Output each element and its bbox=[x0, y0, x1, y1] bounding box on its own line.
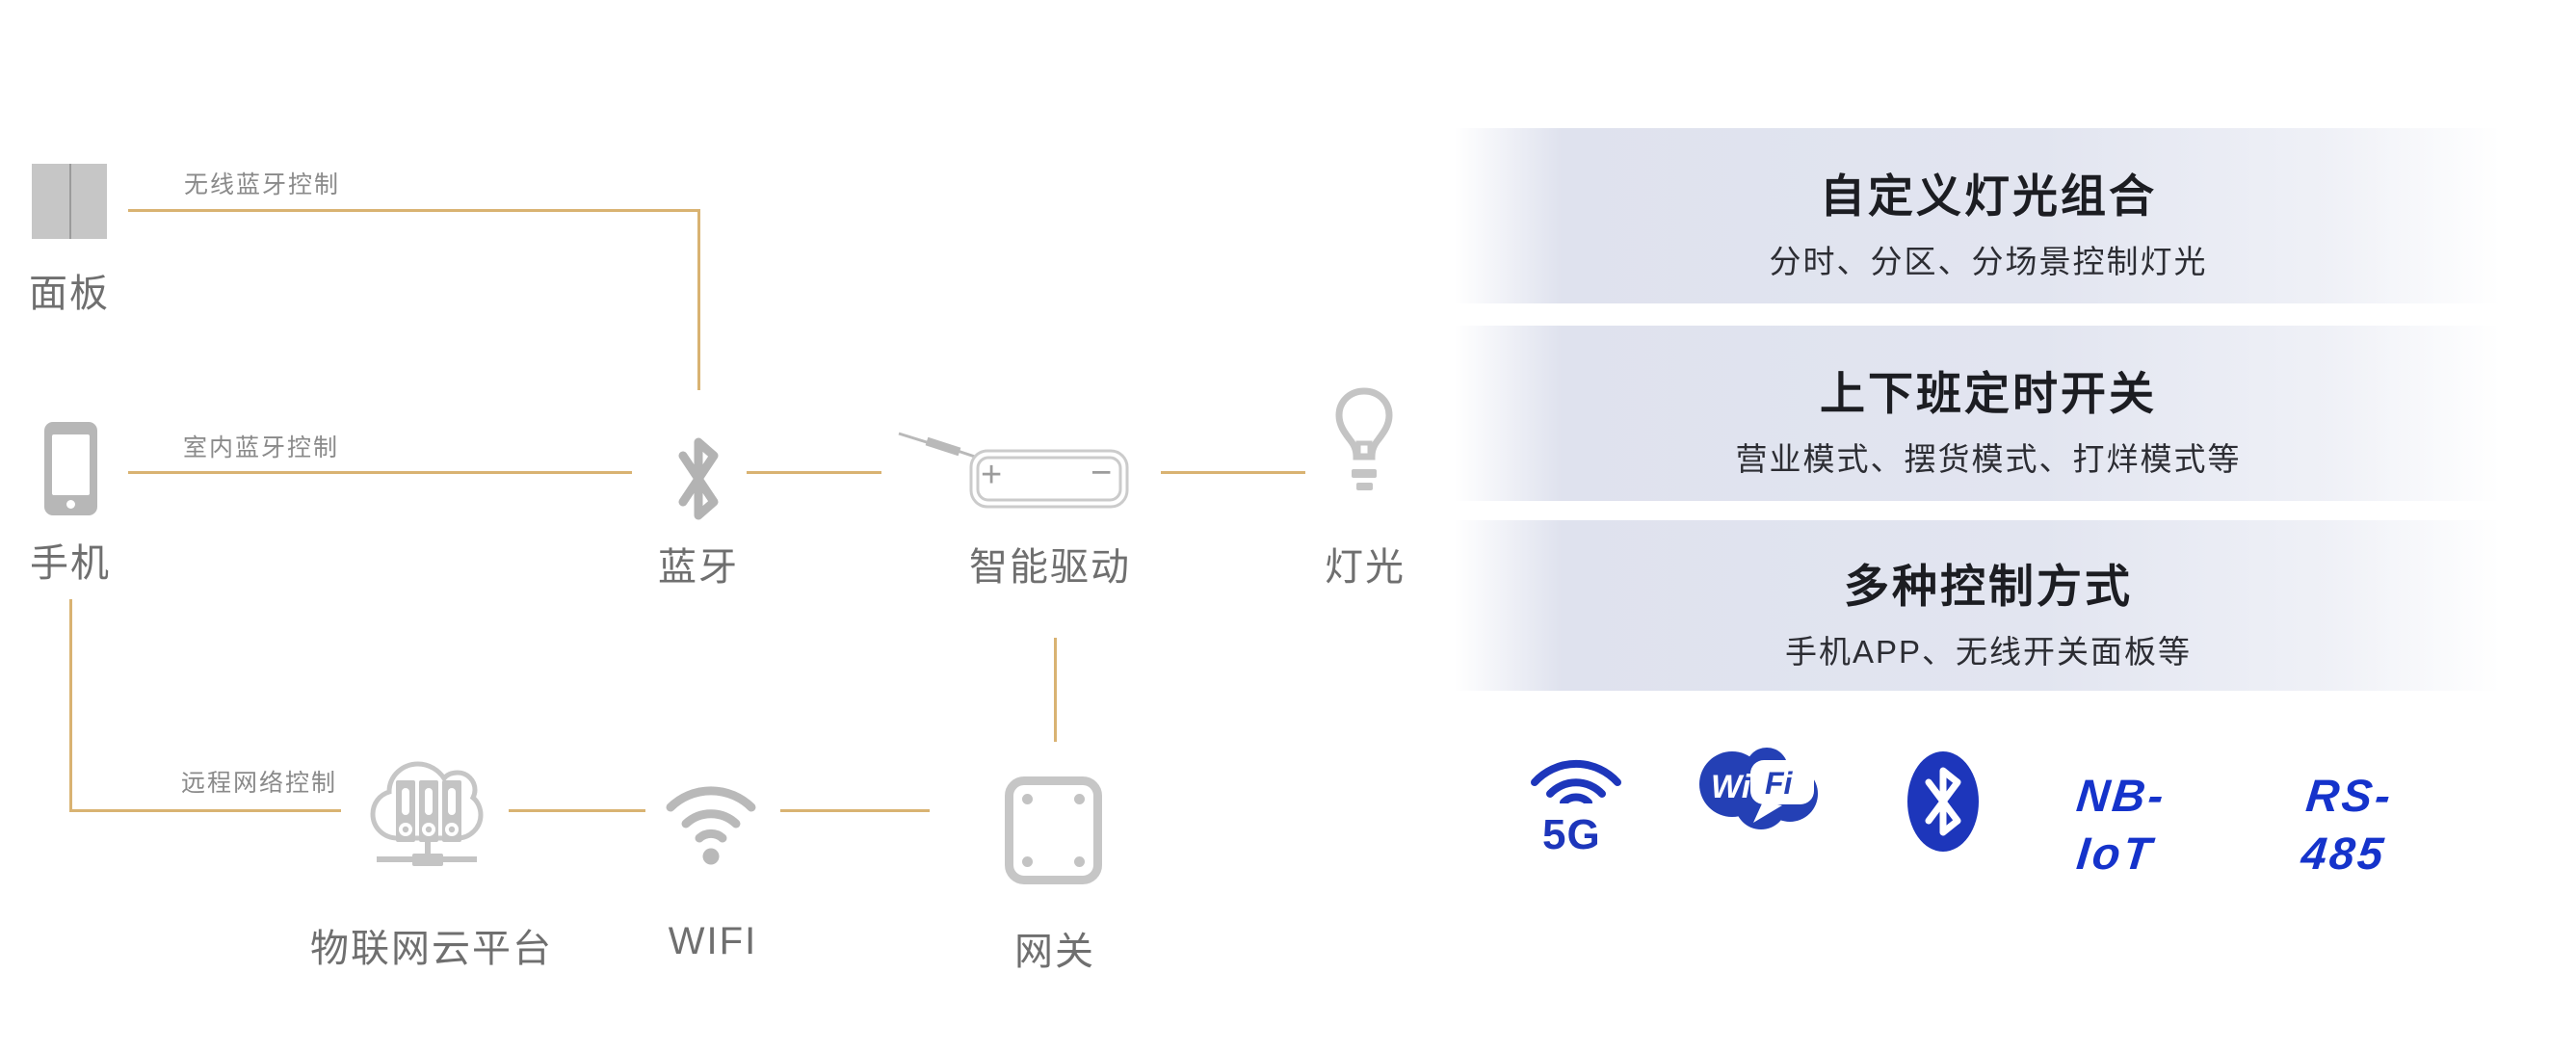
cloud-label: 物联网云平台 bbox=[310, 928, 553, 970]
phone-label: 手机 bbox=[30, 542, 111, 585]
connector-phone-to-bluetooth bbox=[128, 471, 632, 474]
gateway-label: 网关 bbox=[1014, 931, 1095, 973]
connector-panel-to-bluetooth-h bbox=[128, 209, 699, 212]
connector-bluetooth-to-driver bbox=[747, 471, 881, 474]
wifi-logo-fi-text: Fi bbox=[1765, 766, 1794, 801]
feature-title: 多种控制方式 bbox=[1844, 561, 2133, 612]
bluetooth-label: 蓝牙 bbox=[658, 546, 739, 589]
light-label: 灯光 bbox=[1325, 546, 1406, 589]
bluetooth-badge-icon bbox=[1907, 751, 1979, 852]
feature-subtitle: 分时、分区、分场景控制灯光 bbox=[1769, 244, 2208, 279]
light-bulb-icon bbox=[1335, 387, 1393, 490]
gateway-icon bbox=[1005, 776, 1102, 884]
feature-title: 上下班定时开关 bbox=[1820, 368, 2157, 419]
connector-driver-to-gateway bbox=[1054, 638, 1057, 742]
iot-cloud-icon bbox=[370, 761, 484, 866]
driver-plus-sign: + bbox=[981, 455, 1003, 495]
panel-label: 面板 bbox=[29, 273, 110, 315]
rs-485-text: RS- 485 bbox=[2299, 770, 2396, 879]
connection-label-remote-net: 远程网络控制 bbox=[181, 770, 338, 797]
5g-text: 5G bbox=[1542, 811, 1601, 858]
wifi-logo-icon: Wi Fi bbox=[1699, 748, 1818, 829]
driver-label: 智能驱动 bbox=[969, 546, 1131, 589]
phone-icon bbox=[44, 422, 97, 515]
connector-wifi-to-gateway bbox=[780, 809, 930, 812]
wifi-logo-wi-text: Wi bbox=[1711, 769, 1752, 805]
connector-phone-to-cloud bbox=[69, 809, 341, 812]
smart-driver-icon bbox=[898, 432, 1129, 509]
feature-banner-control-modes: 多种控制方式 手机APP、无线开关面板等 bbox=[1455, 520, 2522, 691]
wifi-label: WIFI bbox=[668, 920, 758, 962]
feature-title: 自定义灯光组合 bbox=[1820, 171, 2157, 222]
connector-cloud-to-wifi bbox=[509, 809, 645, 812]
wifi-icon bbox=[666, 786, 756, 865]
bluetooth-icon bbox=[678, 437, 719, 520]
connection-label-wireless-bt: 无线蓝牙控制 bbox=[184, 171, 341, 198]
5g-signal-icon bbox=[1531, 759, 1621, 803]
connector-phone-down-v bbox=[69, 599, 72, 809]
nb-iot-text: NB- IoT bbox=[2074, 770, 2169, 879]
switch-panel-icon bbox=[32, 164, 107, 239]
feature-banner-custom-light: 自定义灯光组合 分时、分区、分场景控制灯光 bbox=[1455, 128, 2522, 303]
connector-driver-to-light bbox=[1161, 471, 1305, 474]
driver-minus-sign: − bbox=[1091, 453, 1113, 493]
feature-banner-timer-switch: 上下班定时开关 营业模式、摆货模式、打烊模式等 bbox=[1455, 326, 2522, 501]
connection-label-indoor-bt: 室内蓝牙控制 bbox=[183, 434, 340, 461]
feature-subtitle: 手机APP、无线开关面板等 bbox=[1784, 634, 2193, 670]
feature-subtitle: 营业模式、摆货模式、打烊模式等 bbox=[1735, 441, 2242, 477]
connector-panel-to-bluetooth-v bbox=[697, 209, 700, 390]
